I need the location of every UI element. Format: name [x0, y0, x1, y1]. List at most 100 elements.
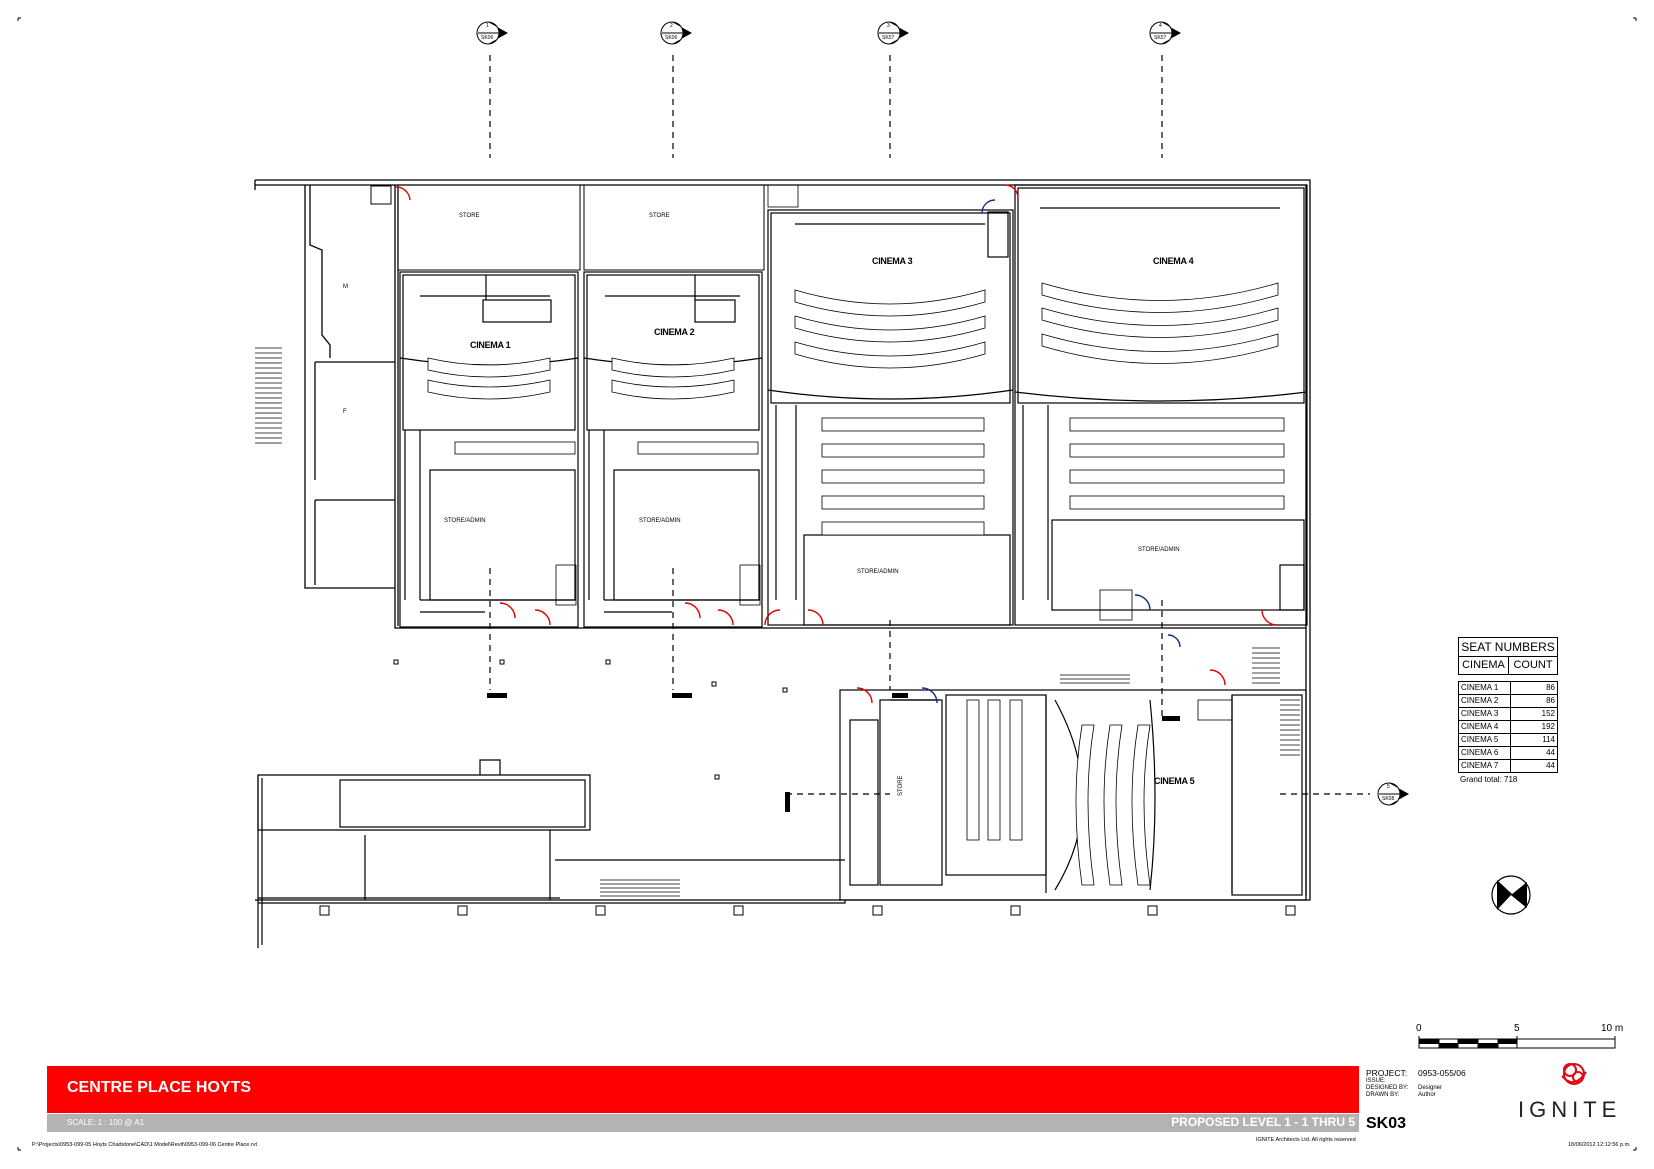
- seat-count: 86: [1546, 683, 1555, 692]
- room-label-admin-1: STORE/ADMIN: [444, 518, 486, 524]
- copyright-notice: IGNITE Architects Ltd. All rights reserv…: [1256, 1137, 1356, 1143]
- designed-by-label: DESIGNED BY:: [1366, 1085, 1409, 1091]
- section-marker-icon: [1377, 782, 1409, 806]
- grand-total: Grand total: 718: [1460, 775, 1518, 784]
- table-row: CINEMA 2 86: [1459, 695, 1557, 708]
- seat-count: 152: [1541, 709, 1555, 718]
- seat-count: 44: [1546, 761, 1555, 770]
- cinema-name: CINEMA 5: [1459, 734, 1511, 746]
- section-marker-sheet: SK06: [665, 35, 678, 41]
- table-row: CINEMA 6 44: [1459, 747, 1557, 760]
- room-label-admin-2: STORE/ADMIN: [639, 518, 681, 524]
- sheet-number: SK03: [1366, 1115, 1407, 1132]
- left-stairs: [255, 347, 282, 444]
- room-label-admin-4: STORE/ADMIN: [1138, 547, 1180, 553]
- cinema-label-1: CINEMA 1: [470, 340, 511, 350]
- seat-rows: [427, 282, 1285, 886]
- sub-title-band: SCALE: 1 : 100 @ A1 PROPOSED LEVEL 1 - 1…: [47, 1114, 1359, 1132]
- section-marker-2: 2 SK06: [660, 18, 694, 48]
- seat-numbers-table: SEAT NUMBERS CINEMA COUNT CINEMA 1 86 CIN…: [1458, 637, 1558, 784]
- cinema-name: CINEMA 7: [1459, 760, 1511, 772]
- room-label-store-1: STORE: [459, 213, 480, 219]
- section-marker-sheet: SK07: [1154, 35, 1167, 41]
- scale-label-zero: 0: [1416, 1023, 1422, 1034]
- room-label-m: M: [343, 284, 348, 290]
- project-value: 0953-055/06: [1418, 1068, 1466, 1078]
- cinema-name: CINEMA 6: [1459, 747, 1511, 759]
- section-marker-number: 4: [1159, 23, 1162, 29]
- designed-by-value: Designer: [1418, 1085, 1443, 1091]
- service-cores: [555, 184, 1233, 721]
- door-swings: [394, 184, 1278, 704]
- drawn-by-label: DRAWN BY:: [1366, 1092, 1400, 1098]
- section-marker-number: 1: [486, 23, 489, 29]
- section-marker-3: 3 SK07: [877, 18, 911, 48]
- cinema-name: CINEMA 1: [1459, 682, 1511, 694]
- cinema-name: CINEMA 4: [1459, 721, 1511, 733]
- table-row: CINEMA 4 192: [1459, 721, 1557, 734]
- seat-count: 192: [1541, 722, 1555, 731]
- cinema-2-walls: [583, 271, 763, 628]
- room-label-store-2: STORE: [649, 213, 670, 219]
- seat-table-title: SEAT NUMBERS: [1458, 637, 1558, 657]
- print-timestamp: 18/06/2012 12:12:56 p.m.: [1568, 1142, 1631, 1148]
- cinema-label-4: CINEMA 4: [1153, 256, 1194, 266]
- table-row: CINEMA 3 152: [1459, 708, 1557, 721]
- seat-count: 114: [1542, 735, 1555, 744]
- building-outline: [254, 179, 1311, 901]
- top-stores: [370, 184, 765, 271]
- room-label-store-5: STORE: [898, 775, 904, 796]
- section-marker-4: 4 SK07: [1149, 18, 1183, 48]
- seat-table-header-row: CINEMA COUNT: [1458, 657, 1558, 675]
- issue-label: ISSUE:: [1366, 1078, 1386, 1084]
- crop-marks: [17, 17, 1637, 1151]
- seat-table-col-cinema: CINEMA: [1459, 657, 1509, 674]
- column-markers: [319, 659, 1296, 916]
- drawn-by-value: Author: [1418, 1092, 1436, 1098]
- cinema-4-walls: [1014, 184, 1308, 626]
- seat-table-col-count: COUNT: [1513, 659, 1553, 671]
- cinema-1-walls: [399, 271, 579, 628]
- section-marker-number: 5: [1387, 784, 1390, 790]
- section-marker-1: 1 SK06: [476, 18, 510, 48]
- section-marker-number: 3: [887, 23, 890, 29]
- drawing-scale: SCALE: 1 : 100 @ A1: [67, 1118, 145, 1127]
- section-marker-icon: [877, 21, 909, 45]
- cinema-3-walls: [767, 209, 1014, 626]
- seat-count: 44: [1546, 748, 1555, 757]
- file-path: P:\Projects\0953-099-05 Hoyts Chadstone\…: [32, 1142, 258, 1148]
- project-name: CENTRE PLACE HOYTS: [67, 1079, 252, 1096]
- ignite-logo-icon: [1561, 1063, 1587, 1085]
- scale-label-mid: 5: [1514, 1023, 1520, 1034]
- cinema-name: CINEMA 2: [1459, 695, 1511, 707]
- scale-label-end: 10 m: [1601, 1023, 1624, 1034]
- section-marker-sheet: SK08: [1382, 796, 1395, 802]
- title-band: CENTRE PLACE HOYTS: [47, 1066, 1359, 1113]
- cinema-label-3: CINEMA 3: [872, 256, 913, 266]
- section-marker-icon: [660, 21, 692, 45]
- section-marker-icon: [476, 21, 508, 45]
- section-lines: [489, 55, 1370, 795]
- scale-bar: [1418, 1036, 1616, 1049]
- cinema-5-seats: [966, 699, 1151, 886]
- lower-left-building: [257, 759, 846, 948]
- section-marker-sheet: SK07: [882, 35, 895, 41]
- cinema-2-seats: [611, 357, 759, 455]
- section-marker-icon: [1149, 21, 1181, 45]
- section-marker-number: 2: [670, 23, 673, 29]
- room-label-admin-3: STORE/ADMIN: [857, 569, 899, 575]
- cinema-4-seats: [1041, 282, 1285, 510]
- north-arrow-icon: [1491, 875, 1531, 915]
- cinema-name: CINEMA 3: [1459, 708, 1511, 720]
- seat-count: 86: [1546, 696, 1555, 705]
- lower-stairs: [600, 647, 1300, 901]
- section-end-bars: [487, 693, 1180, 812]
- seat-table-body: CINEMA 1 86 CINEMA 2 86 CINEMA 3 152 CINEMA…: [1458, 681, 1558, 773]
- ignite-logo: IGNITE: [1518, 1097, 1622, 1122]
- section-marker-sheet: SK06: [481, 35, 494, 41]
- table-row: CINEMA 7 44: [1459, 760, 1557, 772]
- room-label-f: F: [343, 409, 347, 415]
- table-row: CINEMA 1 86: [1459, 682, 1557, 695]
- drawing-title: PROPOSED LEVEL 1 - 1 THRU 5: [1171, 1115, 1355, 1129]
